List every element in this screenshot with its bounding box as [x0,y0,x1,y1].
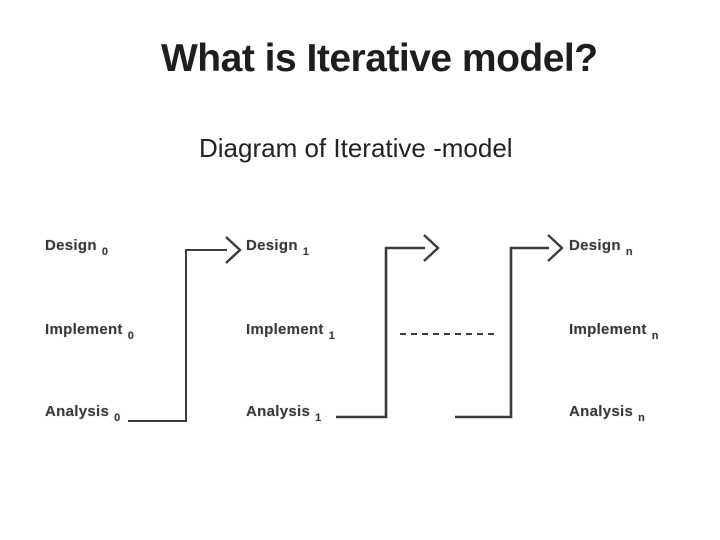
phase-text: Implement [246,321,324,338]
phase-subscript: n [638,412,646,424]
phase-subscript: 0 [114,412,121,424]
phase-subscript: 1 [302,246,310,258]
phase-label-implement-n: Implement n [569,321,659,342]
phase-label-analysis-n: Analysis n [569,403,645,424]
slide-subtitle: Diagram of Iterative -model [199,133,513,163]
phase-label-implement-0: Implement 0 [45,321,134,342]
phase-label-implement-1: Implement 1 [246,321,335,342]
phase-text: Design [45,237,97,254]
phase-text: Design [246,237,298,254]
phase-text: Analysis [45,403,110,420]
phase-label-design-1: Design 1 [246,237,309,258]
phase-label-analysis-1: Analysis 1 [246,403,322,424]
phase-subscript: n [651,330,659,342]
flow-arrow-continuation-to-itern [455,234,564,419]
phase-text: Analysis [246,403,311,420]
chevron-right-icon [547,234,564,262]
flow-arrow-iter0-to-iter1 [128,236,242,422]
phase-text: Analysis [569,403,634,420]
phase-subscript: n [625,246,633,258]
phase-subscript: 0 [127,330,135,342]
phase-subscript: 1 [328,330,336,342]
phase-text: Implement [569,321,647,338]
phase-subscript: 0 [101,246,109,258]
phase-text: Design [569,237,621,254]
phase-label-analysis-0: Analysis 0 [45,403,121,424]
phase-subscript: 1 [315,412,322,424]
slide-title: What is Iterative model? [161,37,598,80]
chevron-right-icon [225,236,242,264]
phase-text: Implement [45,321,123,338]
flow-arrow-iter1-to-continuation [336,234,440,419]
chevron-right-icon [423,234,440,262]
phase-label-design-0: Design 0 [45,237,108,258]
